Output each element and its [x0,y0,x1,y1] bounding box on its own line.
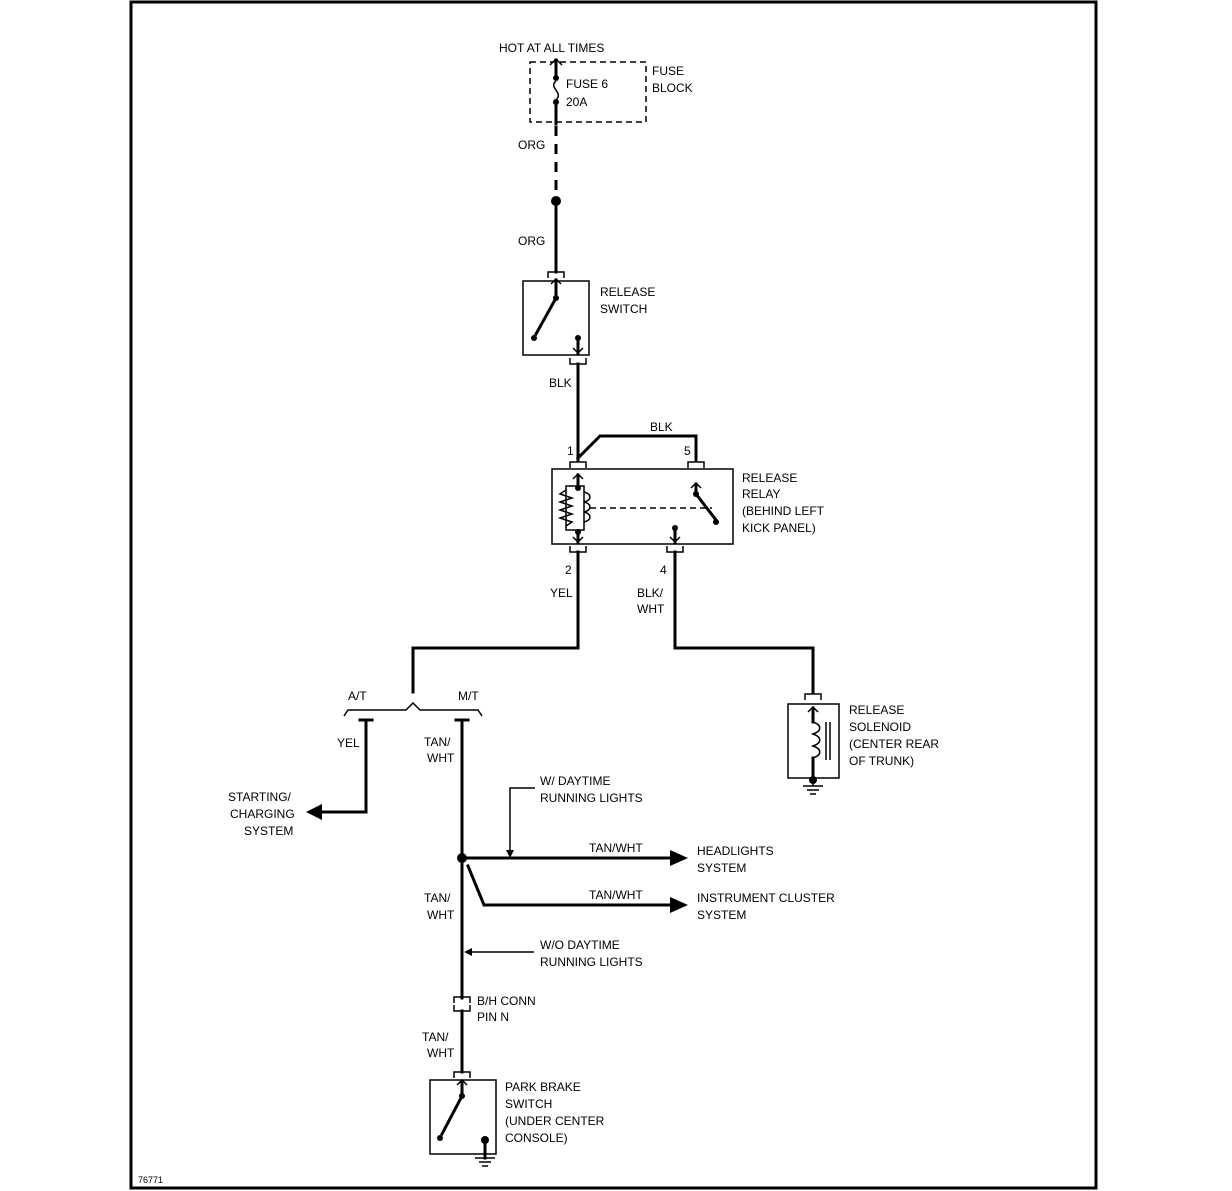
yel-wire-label: YEL [550,586,573,600]
cluster-label-2: SYSTEM [697,908,746,922]
blk-wire-switch-label: BLK [549,376,572,390]
tanwht-mt-label-1: TAN/ [424,735,451,749]
release-switch-label-1: RELEASE [600,285,655,299]
solenoid-coil-icon [807,705,831,784]
diagram-id: 76771 [138,1175,163,1185]
park-brake-label-3: (UNDER CENTER [505,1114,605,1128]
mt-label: M/T [458,689,479,703]
park-brake-label-2: SWITCH [505,1097,552,1111]
bh-connector-upper [453,996,471,1003]
solenoid-connector [804,693,822,700]
solenoid-ground-icon [803,780,823,795]
headlights-label-2: SYSTEM [697,861,746,875]
yel-wire-at [320,718,368,814]
daytime-without-label-2: RUNNING LIGHTS [540,955,643,969]
release-relay-label-4: KICK PANEL) [742,521,816,535]
release-relay-box [551,468,734,545]
release-relay-label-2: RELAY [742,487,780,501]
release-switch-connector-top [547,271,565,278]
blk-jumper-wire [575,434,698,462]
release-solenoid-label-3: (CENTER REAR [849,737,939,751]
fuse-rating: 20A [566,95,587,109]
tanwht-mid-label-2: WHT [427,908,455,922]
blk-jumper-label: BLK [650,420,673,434]
diagram-frame [129,0,1098,1190]
hot-at-all-times-label: HOT AT ALL TIMES [499,41,604,55]
park-brake-connector [453,1071,471,1078]
release-relay-label-1: RELEASE [742,471,797,485]
bh-conn-label-1: B/H CONN [477,994,536,1008]
at-mt-option-bracket [343,701,483,717]
blkwht-wire-label-2: WHT [637,602,665,616]
relay-pin-2: 2 [565,563,572,577]
release-solenoid-label-4: OF TRUNK) [849,754,914,768]
release-switch-label-2: SWITCH [600,302,647,316]
yel-wire-relay [411,550,580,694]
starting-arrow-icon [306,804,322,820]
release-solenoid-label-2: SOLENOID [849,720,911,734]
release-solenoid-label-1: RELEASE [849,703,904,717]
daytime-without-label-1: W/O DAYTIME [540,938,620,952]
park-brake-ground-icon [475,1157,495,1167]
starting-label-1: STARTING/ [228,790,292,804]
relay-coil-icon [557,472,712,544]
relay-connector-1 [569,461,587,468]
daytime-with-label-2: RUNNING LIGHTS [540,791,643,805]
starting-label-2: CHARGING [230,807,295,821]
starting-label-3: SYSTEM [244,824,293,838]
park-brake-label-1: PARK BRAKE [505,1080,581,1094]
relay-connector-5 [687,461,705,468]
daytime-with-label-1: W/ DAYTIME [540,774,610,788]
fuse-block-label-2: BLOCK [652,81,693,95]
tanwht-low-label-1: TAN/ [422,1030,449,1044]
release-switch-icon [531,277,584,356]
headlights-arrow-icon [670,850,688,866]
cluster-arrow-icon [670,897,688,913]
daytime-with-arrow-icon [506,850,514,858]
blkwht-wire-label-1: BLK/ [637,586,664,600]
relay-pin-1: 1 [567,444,574,458]
tanwht-low-label-2: WHT [427,1046,455,1060]
at-label: A/T [348,689,367,703]
release-relay-label-3: (BEHIND LEFT [742,504,825,518]
fuse-block-label-1: FUSE [652,64,684,78]
tanwht-cluster-label: TAN/WHT [589,888,643,902]
relay-contact-icon [669,481,719,544]
relay-pin-4: 4 [660,563,667,577]
tanwht-wire-cluster [466,864,672,907]
org-wire-upper-label: ORG [518,138,545,152]
org-wire-lower-label: ORG [518,234,545,248]
relay-pin-5: 5 [684,444,691,458]
bh-conn-label-2: PIN N [477,1010,509,1024]
tanwht-mid-label-1: TAN/ [424,891,451,905]
park-brake-label-4: CONSOLE) [505,1131,568,1145]
tanwht-headlights-label: TAN/WHT [589,841,643,855]
fuse-6-icon [549,57,563,126]
yel-at-label: YEL [337,736,360,750]
fuse-block-box [529,61,647,123]
tanwht-mt-label-2: WHT [427,751,455,765]
daytime-with-leader [509,787,535,852]
blkwht-wire-relay [673,550,815,695]
fuse-name: FUSE 6 [566,77,608,91]
cluster-label-1: INSTRUMENT CLUSTER [697,891,835,905]
park-brake-switch-icon [437,1078,489,1160]
headlights-label-1: HEADLIGHTS [697,844,774,858]
daytime-without-arrow-icon [464,948,472,956]
